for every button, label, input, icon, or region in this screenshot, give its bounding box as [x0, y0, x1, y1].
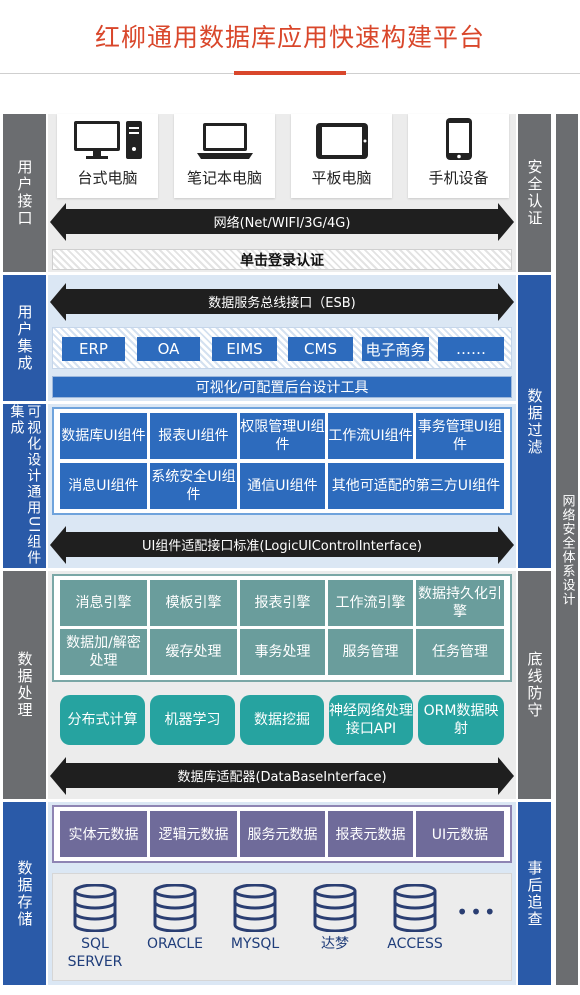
metadata-item: 报表元数据 — [328, 811, 413, 857]
network-bar: 网络(Net/WIFI/3G/4G) — [50, 203, 514, 241]
device-label: 台式电脑 — [77, 169, 138, 187]
database-label: SQL SERVER — [67, 936, 123, 970]
more-databases-dots: ••• — [456, 900, 498, 924]
service-neural-network-api: 神经网络处理接口API — [329, 695, 413, 745]
ui-component: 工作流UI组件 — [328, 413, 413, 459]
tablet-icon — [315, 123, 368, 159]
ui-component: 通信UI组件 — [240, 463, 325, 509]
app-eims: EIMS — [212, 337, 277, 361]
app-cms: CMS — [288, 337, 353, 361]
database-icon — [313, 884, 357, 932]
integration-apps-panel — [52, 327, 512, 369]
network-security-label: 网络安全体系设计 — [556, 114, 578, 985]
right-label-data-filter: 数据过滤 — [518, 275, 551, 568]
app-ecommerce: 电子商务 — [362, 337, 429, 361]
ui-component: 事务管理UI组件 — [416, 413, 504, 459]
right-label-baseline-defense: 底线防守 — [518, 571, 551, 799]
database-icon — [153, 884, 197, 932]
engine-item: 工作流引擎 — [328, 580, 413, 626]
design-tool-bar: 可视化/可配置后台设计工具 — [52, 376, 512, 398]
metadata-item: 服务元数据 — [240, 811, 325, 857]
metadata-item: 逻辑元数据 — [150, 811, 237, 857]
engine-item: 事务处理 — [240, 629, 325, 675]
device-phone: 手机设备 — [408, 114, 509, 198]
engine-item: 任务管理 — [416, 629, 504, 675]
phone-icon — [445, 118, 472, 160]
desktop-icon — [73, 121, 142, 159]
laptop-icon — [196, 123, 253, 159]
database-label: 达梦 — [321, 936, 349, 952]
device-laptop: 笔记本电脑 — [174, 114, 275, 198]
esb-bar: 数据服务总线接口（ESB) — [50, 283, 514, 321]
database-sqlserver: SQL SERVER — [60, 884, 130, 971]
database-label: MYSQL — [230, 936, 280, 952]
ui-component: 权限管理UI组件 — [240, 413, 325, 459]
database-dameng: 达梦 — [300, 884, 370, 954]
device-label: 手机设备 — [428, 169, 489, 187]
engine-item: 数据加/解密处理 — [60, 629, 147, 675]
left-label-ui-components: 可视化设计通用UI组件集成 — [3, 404, 46, 568]
engine-item: 数据持久化引擎 — [416, 580, 504, 626]
metadata-item: UI元数据 — [416, 811, 504, 857]
app-erp: ERP — [62, 337, 125, 361]
device-label: 笔记本电脑 — [186, 169, 262, 187]
device-label: 平板电脑 — [311, 169, 372, 187]
ui-component: 系统安全UI组件 — [150, 463, 237, 509]
app-more: …… — [438, 337, 504, 361]
database-oracle: ORACLE — [140, 884, 210, 954]
service-distributed-computing: 分布式计算 — [60, 695, 145, 745]
engine-item: 消息引擎 — [60, 580, 147, 626]
ui-component: 报表UI组件 — [150, 413, 237, 459]
app-oa: OA — [137, 337, 200, 361]
ui-component: 其他可适配的第三方UI组件 — [328, 463, 504, 509]
database-mysql: MYSQL — [220, 884, 290, 954]
service-data-mining: 数据挖掘 — [240, 695, 324, 745]
db-adapter-bar: 数据库适配器(DataBaseInterface) — [50, 757, 514, 795]
service-machine-learning: 机器学习 — [150, 695, 235, 745]
engine-item: 模板引擎 — [150, 580, 237, 626]
right-label-post-audit: 事后追查 — [518, 802, 551, 985]
device-desktop: 台式电脑 — [57, 114, 158, 198]
ui-component: 数据库UI组件 — [60, 413, 147, 459]
title-accent-bar — [234, 71, 346, 75]
ui-interface-bar: UI组件适配接口标准(LogicUIControlInterface) — [50, 526, 514, 564]
engine-item: 服务管理 — [328, 629, 413, 675]
left-label-user-interface: 用户接口 — [3, 114, 46, 272]
device-tablet: 平板电脑 — [291, 114, 392, 198]
engine-item: 缓存处理 — [150, 629, 237, 675]
left-label-user-integration: 用户集成 — [3, 275, 46, 401]
database-icon — [73, 884, 117, 932]
engine-item: 报表引擎 — [240, 580, 325, 626]
page-title: 红柳通用数据库应用快速构建平台 — [94, 23, 485, 52]
left-label-data-storage: 数据存储 — [3, 802, 46, 985]
database-icon — [233, 884, 277, 932]
sso-bar: 单击登录认证 — [52, 249, 512, 270]
database-label: ACCESS — [387, 936, 443, 952]
database-icon — [393, 884, 437, 932]
right-label-security-auth: 安全认证 — [518, 114, 551, 272]
service-orm-mapping: ORM数据映射 — [418, 695, 504, 745]
database-access: ACCESS — [380, 884, 450, 954]
metadata-item: 实体元数据 — [60, 811, 147, 857]
ui-component: 消息UI组件 — [60, 463, 147, 509]
database-label: ORACLE — [147, 936, 203, 952]
left-label-data-processing: 数据处理 — [3, 571, 46, 799]
